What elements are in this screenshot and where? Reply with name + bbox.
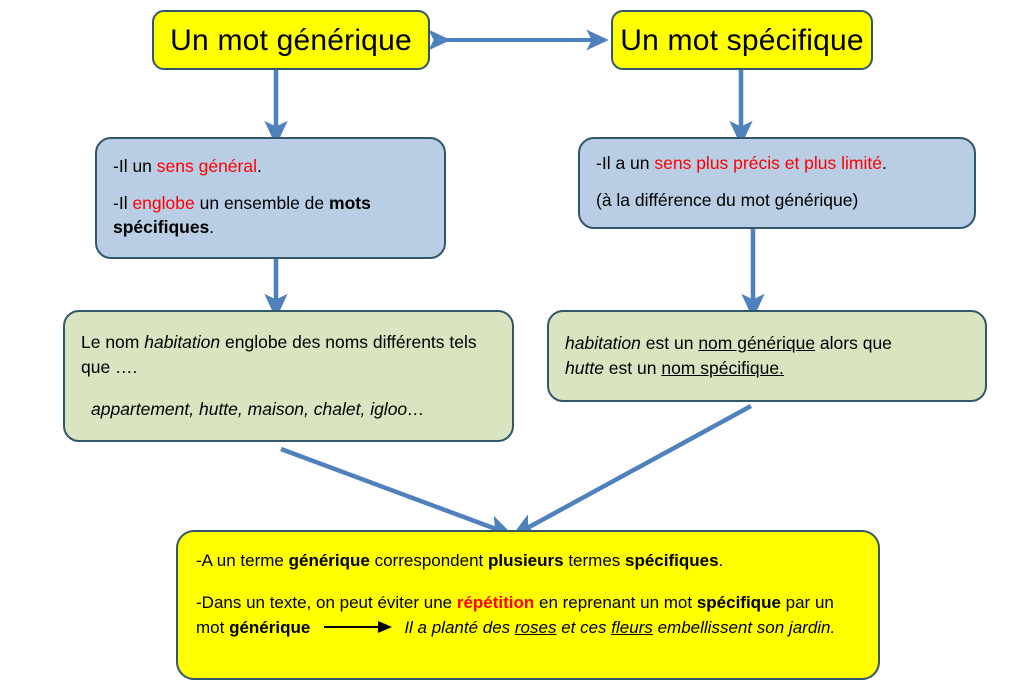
right-green-example-box[interactable]: habitation est un nom générique alors qu… [547, 310, 987, 402]
right-blue-line-1: -Il a un sens plus précis et plus limité… [596, 152, 958, 175]
arrow-rightgreen-to-bottom [511, 404, 753, 537]
bottom-p2-a: -Dans un texte, on peut éviter une [196, 592, 457, 612]
bottom-p2-example-underline-fleurs: fleurs [611, 618, 653, 637]
right-green-italic-habitation: habitation [565, 332, 641, 353]
left-green-line1-b: englobe des noms différents tels que …. [81, 331, 477, 378]
left-blue-definition-box[interactable]: -Il un sens général. -Il englobe un ense… [95, 137, 446, 259]
bottom-spacer [196, 574, 860, 590]
bottom-p2-example-c: embellissent son jardin. [652, 618, 836, 637]
right-blue-line-2: (à la différence du mot générique) [596, 190, 859, 210]
bottom-p2-highlight-repetition: répétition [456, 592, 535, 612]
left-blue-line2-bold: mots spécifiques [113, 193, 371, 237]
right-blue-line1-a: -Il a un [596, 152, 655, 173]
top-right-box-label: Un mot spécifique [620, 23, 864, 57]
bottom-p1-bold-plusieurs: plusieurs [488, 551, 564, 570]
right-green-line-1: habitation est un nom générique alors qu… [565, 331, 969, 356]
right-green-line1-b: alors que [815, 332, 892, 353]
top-right-specific-word-box[interactable]: Un mot spécifique [611, 10, 873, 70]
left-green-line1-a: Le nom [81, 331, 145, 352]
right-green-italic-hutte: hutte [565, 358, 604, 378]
bottom-p2-example-underline-roses: roses [514, 618, 557, 637]
right-green-underline-specific: nom spécifique. [661, 358, 784, 378]
left-green-spacer [81, 381, 496, 397]
left-green-line-2: appartement, hutte, maison, chalet, iglo… [91, 398, 425, 419]
left-blue-line1-b: . [257, 156, 262, 177]
bottom-paragraph-1: -A un terme générique correspondent plus… [196, 548, 860, 574]
bottom-p1-a: -A un terme [196, 551, 289, 570]
left-blue-line-2: -Il englobe un ensemble de mots spécifiq… [113, 192, 428, 238]
left-blue-line1-highlight: sens général [156, 156, 257, 177]
left-green-line-1: Le nom habitation englobe des noms diffé… [81, 330, 496, 381]
right-green-line-2: hutte est un nom spécifique. [565, 356, 969, 381]
left-blue-line-1: -Il un sens général. [113, 155, 428, 178]
right-arrow-icon [324, 621, 396, 634]
right-blue-definition-box[interactable]: -Il a un sens plus précis et plus limité… [578, 137, 976, 229]
bottom-p2-bold-generique: générique [229, 618, 311, 637]
left-blue-line1-a: -Il un [113, 156, 157, 177]
right-blue-line1-highlight: sens plus précis et plus limité [654, 152, 882, 173]
bottom-p1-bold-specifiques: spécifiques [625, 551, 719, 570]
bottom-p2-c: par un mot [196, 592, 834, 638]
arrow-leftgreen-to-bottom [280, 446, 514, 538]
bottom-p2-b: en reprenant un mot [534, 592, 697, 612]
bottom-paragraph-2: -Dans un texte, on peut éviter une répét… [196, 590, 860, 641]
top-left-generic-word-box[interactable]: Un mot générique [152, 10, 430, 70]
bottom-p2-example-b: et ces [556, 618, 612, 637]
bottom-p1-b: correspondent [369, 551, 488, 570]
left-blue-line2-b: un ensemble de [194, 193, 330, 214]
right-green-underline-generic: nom générique [698, 332, 816, 353]
left-green-line1-italic: habitation [144, 331, 221, 352]
bottom-p1-d: . [718, 551, 724, 570]
left-green-example-box[interactable]: Le nom habitation englobe des noms diffé… [63, 310, 514, 442]
right-green-line1-a: est un [640, 332, 699, 353]
top-left-box-label: Un mot générique [170, 23, 412, 57]
bottom-p2-bold-specifique: spécifique [696, 592, 781, 612]
left-blue-line2-highlight: englobe [132, 193, 195, 214]
right-blue-line1-b: . [881, 152, 887, 173]
bottom-p1-c: termes [563, 551, 625, 570]
bottom-p2-example-a: Il a planté des [404, 618, 515, 637]
left-blue-line2-c: . [209, 216, 215, 237]
left-blue-line2-a: -Il [113, 193, 133, 214]
bottom-p1-bold-generique: générique [288, 551, 370, 570]
right-green-line2-a: est un [603, 358, 662, 378]
bottom-yellow-summary-box[interactable]: -A un terme générique correspondent plus… [176, 530, 880, 680]
